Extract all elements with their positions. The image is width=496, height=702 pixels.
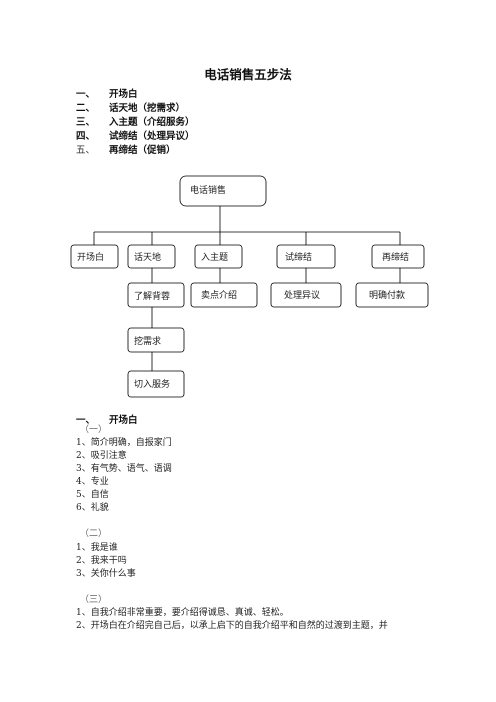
group-2-item: 1、我是谁	[76, 543, 118, 553]
diagram-node-background: 了解背蓉	[127, 282, 185, 308]
step-1: 一、 开场白	[76, 86, 138, 100]
section-heading: 一、 开场白	[76, 412, 138, 426]
group-1-item: 6、礼貌	[76, 503, 109, 513]
document-title: 电话销售五步法	[204, 67, 292, 82]
step-3: 三、 入主题（介绍服务）	[76, 114, 195, 128]
node-trial-close-label: 试缔结	[285, 251, 312, 263]
step-4: 四、 试缔结（处理异议）	[76, 128, 195, 142]
group-2-item: 2、我来干吗	[76, 556, 127, 566]
step-5: 五、 再缔结（促销）	[76, 142, 176, 156]
diagram-node-chat: 话天地	[127, 244, 176, 269]
group-1-item: 2、吸引注意	[76, 451, 127, 461]
diagram-node-topic: 入主题	[194, 244, 243, 269]
node-payment-label: 明确付款	[369, 289, 405, 301]
section-title: 开场白	[109, 415, 138, 426]
step-1-number: 一、	[76, 89, 96, 100]
node-reclose-label: 再缔结	[382, 251, 409, 263]
group-1-item: 5、自信	[76, 490, 109, 500]
step-2-text: 话天地（挖需求）	[109, 103, 186, 114]
step-4-number: 四、	[76, 131, 96, 142]
node-selling-points-label: 卖点介绍	[201, 289, 237, 301]
step-5-number: 五、	[76, 145, 96, 156]
root-node-label: 电话销售	[190, 184, 226, 196]
node-chat-label: 话天地	[134, 251, 161, 263]
group-1-label: （一）	[80, 425, 108, 435]
step-5-text: 再缔结（促销）	[109, 145, 176, 156]
group-3-item: 1、自我介绍非常重要，要介绍得诚恳、真诚、轻松。	[76, 608, 289, 618]
node-enter-service-label: 切入服务	[134, 378, 170, 390]
step-3-text: 入主题（介绍服务）	[109, 117, 195, 128]
step-4-text: 试缔结（处理异议）	[109, 131, 195, 142]
diagram-node-enter-service: 切入服务	[127, 370, 185, 398]
step-3-number: 三、	[76, 117, 96, 128]
diagram-connectors	[93, 206, 401, 371]
diagram-node-reclose: 再缔结	[371, 244, 425, 269]
group-2-item: 3、关你什么事	[76, 569, 136, 579]
diagram-root-node: 电话销售	[179, 175, 267, 207]
node-dig-needs-label: 挖需求	[134, 335, 161, 347]
group-3-item: 2、开场白在介绍完自己后，以承上启下的自我介绍平和自然的过渡到主题，并	[76, 621, 388, 631]
group-1-item: 4、专业	[76, 477, 109, 487]
section-number: 一、	[76, 415, 96, 426]
diagram-node-objections: 处理异议	[270, 282, 342, 308]
diagram-node-dig-needs: 挖需求	[127, 327, 185, 353]
group-1-item: 3、有气势、语气、语调	[76, 464, 172, 474]
step-1-text: 开场白	[109, 89, 138, 100]
diagram-node-trial-close: 试缔结	[276, 244, 336, 269]
diagram-node-payment: 明确付款	[355, 282, 429, 308]
node-background-label: 了解背蓉	[134, 290, 170, 302]
step-2: 二、 话天地（挖需求）	[76, 100, 185, 114]
group-2-label: （二）	[80, 529, 108, 539]
diagram-node-selling-points: 卖点介绍	[190, 282, 258, 308]
node-objections-label: 处理异议	[284, 289, 320, 301]
group-1-item: 1、简介明确，自报家门	[76, 438, 172, 448]
node-topic-label: 入主题	[201, 251, 228, 263]
diagram-node-opening: 开场白	[70, 244, 119, 269]
node-opening-label: 开场白	[77, 251, 104, 263]
group-3-label: （三）	[80, 595, 108, 605]
step-2-number: 二、	[76, 103, 96, 114]
sales-diagram: 电话销售 开场白 话天地 入主题 试缔结 再缔结 了解背蓉 卖点介绍	[70, 175, 429, 398]
